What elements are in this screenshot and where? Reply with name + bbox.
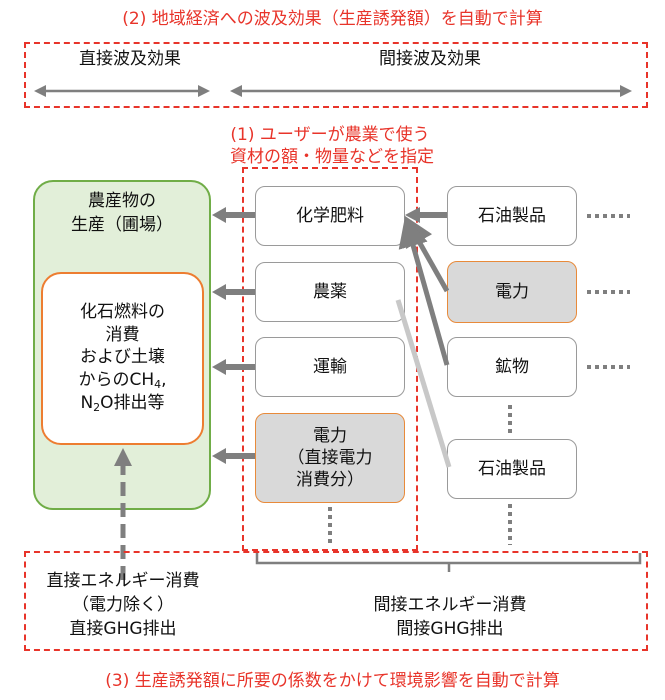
direct-effect-arrow — [34, 85, 210, 97]
emissions-line4: からのCH4, — [78, 369, 167, 391]
upstream-connectors — [395, 207, 452, 468]
fertilizer-box: 化学肥料 — [255, 186, 405, 246]
emissions-frame — [24, 551, 648, 651]
emissions-box: 化石燃料の 消費 および土壌 からのCH4, N2O排出等 — [41, 272, 204, 445]
direct-energy-line1: 直接エネルギー消費 — [46, 571, 200, 591]
indirect-energy-line1: 間接エネルギー消費 — [373, 595, 527, 615]
direct-energy-line3: 直接GHG排出 — [69, 619, 177, 639]
farm-title-line2: 生産（圃場） — [71, 215, 173, 235]
direct-effect-label: 直接波及効果 — [79, 49, 181, 69]
pesticide-box: 農薬 — [255, 262, 405, 322]
emissions-line5: N2O排出等 — [80, 393, 165, 415]
emissions-line1: 化石燃料の — [80, 302, 165, 323]
input-to-farm-arrows — [212, 207, 255, 464]
power-box: 電力 — [447, 261, 577, 323]
mineral-box: 鉱物 — [447, 337, 577, 397]
continuation-dots — [328, 214, 630, 545]
oil-products-box-2: 石油製品 — [447, 439, 577, 499]
transport-box: 運輸 — [255, 337, 405, 397]
step1-line1: (1) ユーザーが農業で使う — [230, 125, 430, 145]
indirect-effect-arrow — [230, 85, 632, 97]
emissions-line3: および土壌 — [80, 347, 165, 368]
direct-energy-line2: （電力除く） — [72, 595, 174, 615]
title-step2: (2) 地域経済への波及効果（生産誘発額）を自動で計算 — [122, 9, 543, 29]
indirect-energy-line2: 間接GHG排出 — [396, 619, 504, 639]
emissions-line2: 消費 — [105, 324, 140, 345]
indirect-effect-label: 間接波及効果 — [379, 49, 481, 69]
oil-products-box-1: 石油製品 — [447, 186, 577, 246]
step1-line2: 資材の額・物量などを指定 — [230, 147, 434, 167]
title-step3: (3) 生産誘発額に所要の係数をかけて環境影響を自動で計算 — [105, 671, 560, 691]
direct-energy-arrow — [114, 448, 132, 580]
ripple-effect-frame — [24, 42, 648, 108]
direct-power-box: 電力 （直接電力 消費分） — [255, 413, 405, 503]
farm-title-line1: 農産物の — [88, 191, 156, 211]
